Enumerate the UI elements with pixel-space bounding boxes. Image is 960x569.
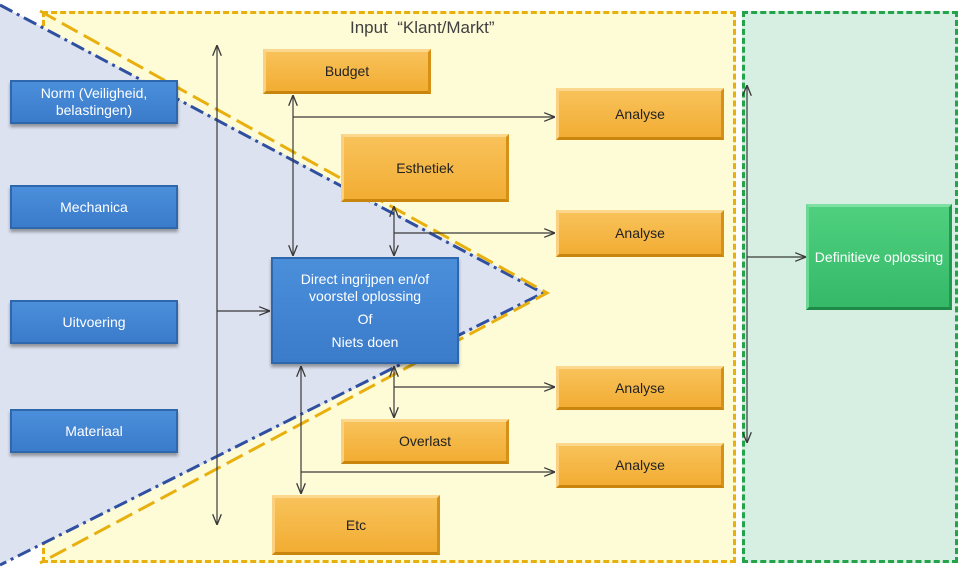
- box-analyse-3: Analyse: [556, 366, 724, 410]
- input-title: Input “Klant/Markt”: [350, 18, 495, 37]
- box-budget: Budget: [263, 49, 431, 94]
- box-definitieve-oplossing: Definitieve oplossing: [806, 204, 952, 310]
- box-analyse-4: Analyse: [556, 443, 724, 488]
- center-line-3: Of: [357, 310, 373, 327]
- box-mechanica: Mechanica: [10, 185, 178, 229]
- funnel-blue-outline: [0, 3, 547, 567]
- box-esthetiek: Esthetiek: [341, 134, 509, 202]
- box-uitvoering: Uitvoering: [10, 300, 178, 344]
- box-etc: Etc: [272, 495, 440, 555]
- box-analyse-2: Analyse: [556, 210, 724, 257]
- center-line-4: Niets doen: [331, 333, 399, 350]
- center-line-1: Direct ingrijpen en/of: [300, 270, 430, 287]
- box-analyse-1: Analyse: [556, 88, 724, 140]
- box-center-decision: Direct ingrijpen en/of voorstel oplossin…: [271, 257, 459, 364]
- box-overlast: Overlast: [341, 419, 509, 464]
- center-line-2: voorstel oplossing: [308, 287, 422, 304]
- box-norm: Norm (Veiligheid, belastingen): [10, 80, 178, 124]
- box-materiaal: Materiaal: [10, 409, 178, 453]
- funnel-yellow-outline: [39, 9, 551, 565]
